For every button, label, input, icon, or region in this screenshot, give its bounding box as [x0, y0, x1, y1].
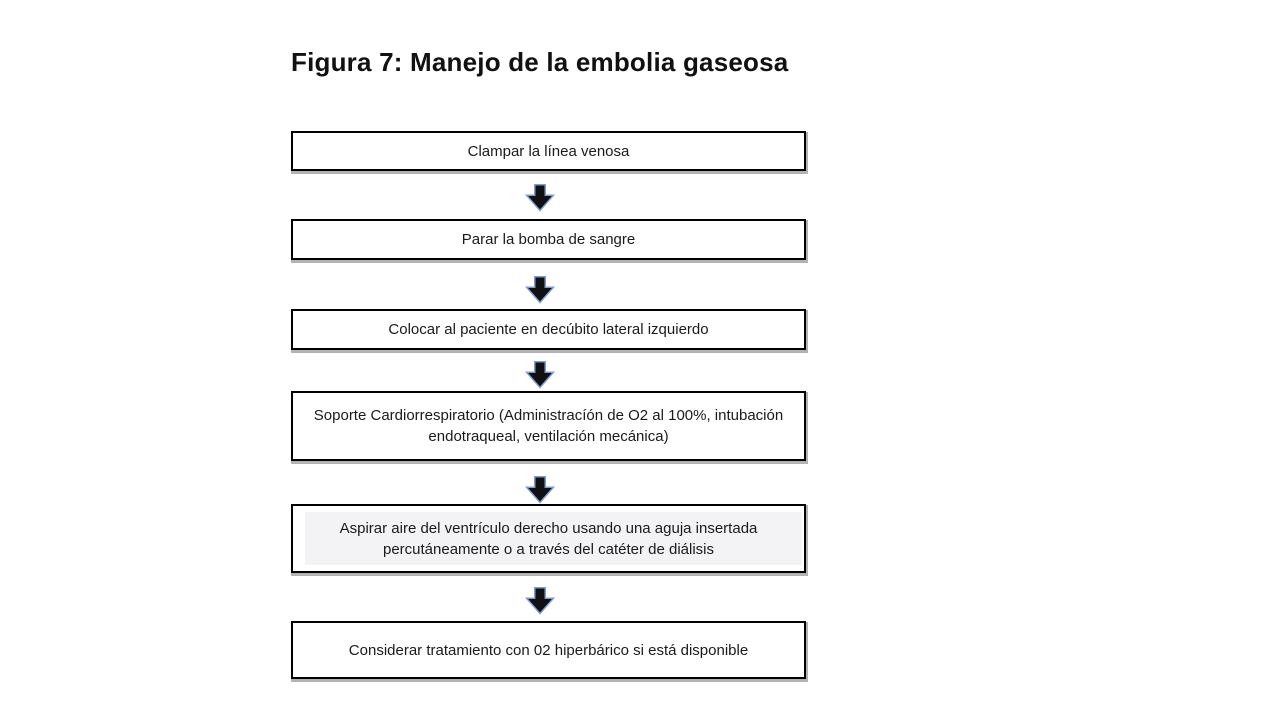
- flow-step-box-2: Parar la bomba de sangre: [291, 219, 806, 260]
- flow-step-box-4: Soporte Cardiorrespiratorio (Administrac…: [291, 391, 806, 461]
- flow-step-label-1: Clampar la línea venosa: [467, 142, 630, 160]
- flow-step-label-5: Aspirar aire del ventrículo derecho usan…: [339, 519, 758, 558]
- figure-title: Figura 7: Manejo de la embolia gaseosa: [291, 47, 789, 77]
- flow-step-box-3: Colocar al paciente en decúbito lateral …: [291, 309, 806, 350]
- flow-step-box-1: Clampar la línea venosa: [291, 131, 806, 171]
- down-arrow-icon: [525, 276, 555, 304]
- down-arrow-icon: [525, 361, 555, 389]
- flow-step-label-3: Colocar al paciente en decúbito lateral …: [388, 321, 709, 338]
- down-arrow-icon: [525, 476, 555, 504]
- flow-step-label-2: Parar la bomba de sangre: [461, 231, 636, 248]
- flow-step-label-6: Considerar tratamiento con 02 hiperbáric…: [348, 641, 749, 659]
- text-highlight-background: [305, 512, 802, 565]
- down-arrow-icon: [525, 184, 555, 212]
- down-arrow-icon: [525, 587, 555, 615]
- flow-step-box-6: Considerar tratamiento con 02 hiperbáric…: [291, 621, 806, 679]
- flow-step-label-4: Soporte Cardiorrespiratorio (Administrac…: [313, 407, 784, 445]
- flow-step-box-5: Aspirar aire del ventrículo derecho usan…: [291, 504, 806, 573]
